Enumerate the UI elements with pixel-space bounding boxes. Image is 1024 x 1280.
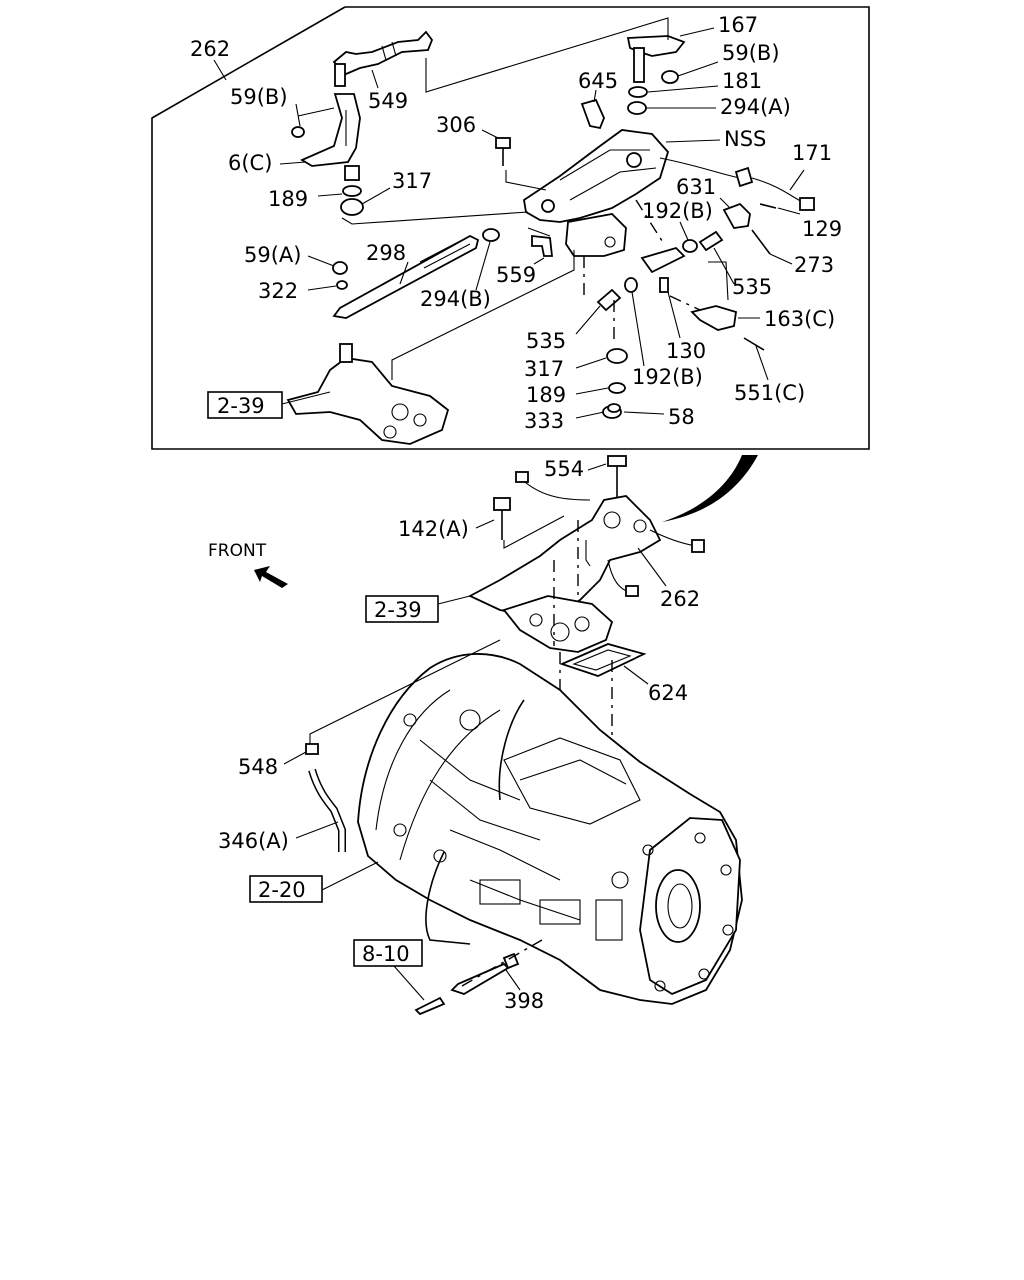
detail-guide-lines	[297, 17, 729, 380]
label-322: 322	[258, 279, 298, 303]
label-631: 631	[676, 175, 716, 199]
shift-rod	[332, 228, 554, 319]
label-294a: 294(A)	[720, 95, 791, 119]
drain-bolts	[414, 939, 543, 1016]
label-346a: 346(A)	[218, 829, 289, 853]
ref-2-39-top[interactable]: 2-39	[217, 394, 265, 418]
shift-tower-assembly-lower	[467, 455, 705, 677]
label-548: 548	[238, 755, 278, 779]
label-554: 554	[544, 457, 584, 481]
ref-box-2-39-lower[interactable]	[365, 595, 439, 623]
ref-box-2-39-top[interactable]	[207, 391, 283, 419]
label-624: 624	[648, 681, 688, 705]
label-273: 273	[794, 253, 834, 277]
transmission-case	[357, 653, 743, 1005]
label-171: 171	[792, 141, 832, 165]
detail-frame	[151, 6, 870, 450]
shift-housing	[495, 129, 815, 257]
label-142a: 142(A)	[398, 517, 469, 541]
detail-pointer-arrow	[662, 455, 758, 522]
label-317-upper: 317	[392, 169, 432, 193]
label-167: 167	[718, 13, 758, 37]
detail-callouts: 262 167 59(B) 181 294(A) 645 59(B) 549 3…	[190, 13, 842, 433]
label-535-left: 535	[526, 329, 566, 353]
label-59a: 59(A)	[244, 243, 301, 267]
label-129: 129	[802, 217, 842, 241]
label-nss: NSS	[724, 127, 766, 151]
ref-2-20[interactable]: 2-20	[258, 878, 306, 902]
label-163c: 163(C)	[764, 307, 835, 331]
label-59b-left: 59(B)	[230, 85, 288, 109]
label-294b: 294(B)	[420, 287, 491, 311]
label-262-lower: 262	[660, 587, 700, 611]
ref-box-2-20[interactable]	[249, 875, 323, 903]
label-551c: 551(C)	[734, 381, 805, 405]
lower-callouts: 554 142(A) FRONT 262 2-39 624 548 346(A)…	[208, 457, 700, 1013]
label-58: 58	[668, 405, 695, 429]
label-59b-right: 59(B)	[722, 41, 780, 65]
label-6c: 6(C)	[228, 151, 272, 175]
label-192b-lower: 192(B)	[632, 365, 703, 389]
label-298: 298	[366, 241, 406, 265]
label-549: 549	[368, 89, 408, 113]
label-189-lower: 189	[526, 383, 566, 407]
label-333: 333	[524, 409, 564, 433]
label-535-right: 535	[732, 275, 772, 299]
front-arrow-icon	[254, 566, 288, 588]
label-262-top: 262	[190, 37, 230, 61]
ref-2-39-lower[interactable]: 2-39	[374, 598, 422, 622]
breather-hose	[305, 639, 501, 852]
detent-parts	[596, 202, 777, 419]
label-317-lower: 317	[524, 357, 564, 381]
label-398: 398	[504, 989, 544, 1013]
ref-box-8-10[interactable]	[353, 939, 423, 967]
label-130: 130	[666, 339, 706, 363]
label-192b-upper: 192(B)	[642, 199, 713, 223]
label-189-upper: 189	[268, 187, 308, 211]
select-lever-arm	[580, 35, 686, 130]
label-645: 645	[578, 69, 618, 93]
ref-8-10[interactable]: 8-10	[362, 942, 410, 966]
label-559: 559	[496, 263, 536, 287]
shift-lever-arm	[291, 30, 434, 216]
front-label: FRONT	[208, 541, 267, 561]
shift-tower-assembly-top	[286, 343, 450, 445]
label-306: 306	[436, 113, 476, 137]
label-181: 181	[722, 69, 762, 93]
